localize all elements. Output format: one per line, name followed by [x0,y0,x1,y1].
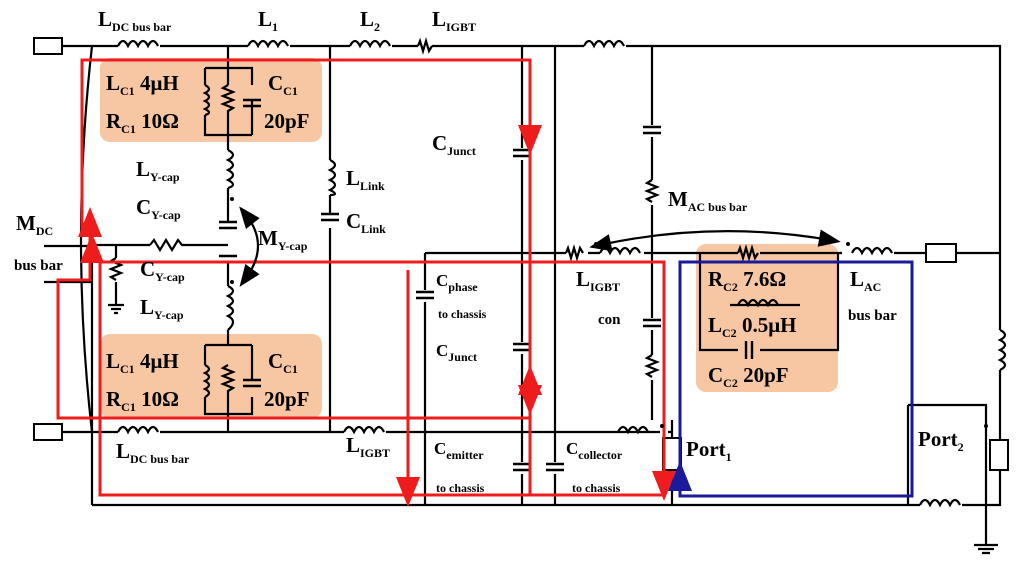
label-lac-2: bus bar [848,308,897,324]
label-cc2: CC2 20pF [708,363,789,390]
label-lycap-top: LY-cap [136,157,180,184]
component-labels: LDC bus bar L1 L2 LIGBT LC1 4μH RC1 10Ω … [14,7,964,495]
label-clink: CLink [346,209,386,236]
label-cphase: Cphase [436,271,478,294]
label-cphase-2: to chassis [438,307,487,321]
label-port1: Port1 [686,437,732,464]
rc-filter-bottom-box [100,334,322,418]
label-rc1-top: RC1 10Ω [106,109,179,136]
label-mac: MAC bus bar [668,187,748,214]
label-lc1-bot: LC1 4μH [106,349,179,376]
port1-icon [662,437,682,471]
label-cemitter: Cemitter [434,439,484,462]
label-lc1-top: LC1 4μH [106,71,179,98]
label-cycap-top: CY-cap [136,195,181,222]
label-cemitter-2: to chassis [436,481,485,495]
label-ligbt-bot: LIGBT [346,433,390,460]
red-current-loops [56,58,676,507]
label-port2: Port2 [918,427,964,454]
label-lac: LAC [850,267,881,294]
label-ccollector: Ccollector [566,439,623,462]
port2-icon [989,439,1009,471]
label-ldc-top: LDC bus bar [98,7,172,34]
label-cjunct-bot: CJunct [436,341,477,364]
label-rc2: RC2 7.6Ω [708,267,786,294]
label-l1: L1 [258,7,278,34]
label-ligbt-top: LIGBT [432,7,476,34]
label-ligbt-con: LIGBT [576,267,620,294]
label-mycap: MY-cap [258,226,308,253]
inductor-coils [117,39,1007,508]
label-cjunct-top: CJunct [432,131,476,158]
label-ligbt-con-2: con [598,312,621,328]
label-cc1-bot: CC1 [268,349,298,376]
rc-filter-top-box [100,58,322,142]
label-ldc-bot: LDC bus bar [116,439,190,466]
label-l2: L2 [360,7,380,34]
label-ccollector-2: to chassis [572,481,621,495]
label-cc1-bot-val: 20pF [264,387,310,411]
label-lc2: LC2 0.5μH [708,313,796,340]
label-cc1-top: CC1 [268,71,298,98]
label-rc1-bot: RC1 10Ω [106,387,179,414]
label-cycap-bot: CY-cap [140,257,185,284]
label-llink: LLink [346,166,385,193]
wires [33,37,1009,555]
label-mdc-2: bus bar [14,258,63,274]
label-mdc: MDC [16,211,53,238]
rc2-filter-box [696,244,838,392]
polarity-dots [230,197,988,428]
blue-current-loop [668,260,914,498]
label-cc1-top-val: 20pF [264,109,310,133]
label-lycap-bot: LY-cap [140,295,184,322]
